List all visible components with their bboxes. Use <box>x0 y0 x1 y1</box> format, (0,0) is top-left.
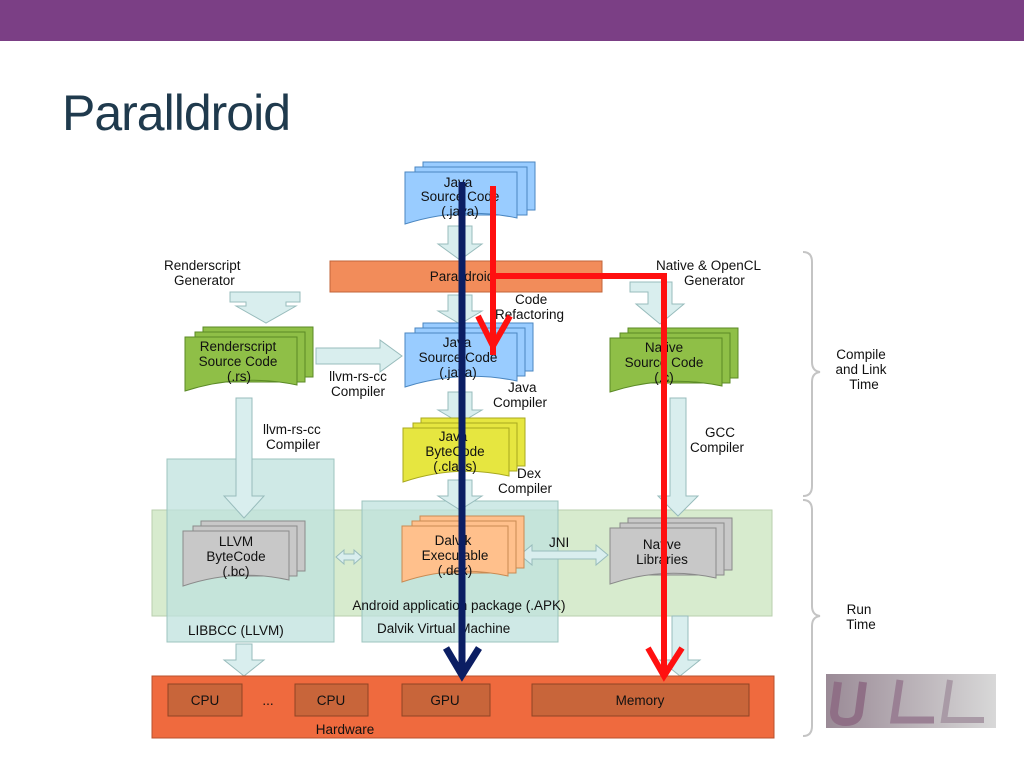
java-bytecode-line3: (.class) <box>433 459 477 474</box>
top-accent-bar <box>0 0 1024 41</box>
llvm-bytecode-line3: (.bc) <box>223 564 250 579</box>
memory-box <box>531 683 750 717</box>
cpu-2-label: CPU <box>317 693 346 708</box>
llvm-rs-cc-2-line2: Compiler <box>266 437 321 452</box>
dalvik-executable-line2: Executable <box>422 548 489 563</box>
renderscript-generator-line2: Generator <box>174 273 235 288</box>
dalvik-executable-line1: Dalvik <box>435 533 472 548</box>
code-refactoring-line1: Code <box>515 292 547 307</box>
flow-arrow-native-to-hw <box>658 615 702 677</box>
java-compiler-line2: Compiler <box>493 395 548 410</box>
code-refactoring-line2: Refactoring <box>495 307 564 322</box>
native-path-arrowhead <box>645 646 685 682</box>
memory-label: Memory <box>616 693 665 708</box>
ull-logo-icon <box>826 674 996 728</box>
native-memory-path <box>493 273 667 676</box>
flow-arrow-gcc <box>656 397 700 517</box>
llvm-rs-cc-1-line1: llvm-rs-cc <box>329 369 387 384</box>
llvm-bytecode-doc: LLVM ByteCode (.bc) <box>182 520 306 587</box>
flow-arrow-bc-dalvik <box>335 548 363 566</box>
gcc-compiler-line1: GCC <box>705 425 735 440</box>
flow-arrow-native-generator <box>629 281 686 325</box>
native-libraries-doc: Native Libraries <box>609 517 733 585</box>
gpu-box <box>401 683 491 717</box>
java-bytecode-line2: ByteCode <box>425 444 484 459</box>
cpu-1-box <box>167 683 243 717</box>
flow-arrow-libbcc-to-hw <box>222 643 266 677</box>
llvm-bytecode-line1: LLVM <box>219 534 253 549</box>
jni-label: JNI <box>549 535 569 550</box>
flow-arrow-renderscript-generator <box>229 291 301 324</box>
flow-arrow-jni <box>519 543 609 567</box>
native-opencl-generator-line2: Generator <box>684 273 745 288</box>
compile-link-time-line2: and Link <box>835 362 886 377</box>
libbcc-label: LIBBCC (LLVM) <box>188 623 284 638</box>
compile-link-time-line1: Compile <box>836 347 886 362</box>
gpu-path-arrowhead <box>442 646 482 682</box>
java-source-mid-line2: Source Code <box>419 350 498 365</box>
dalvik-vm-label: Dalvik Virtual Machine <box>377 621 510 636</box>
dex-compiler-line2: Compiler <box>498 481 553 496</box>
cpu-1-label: CPU <box>191 693 220 708</box>
renderscript-source-line3: (.rs) <box>227 369 251 384</box>
ull-university-logo <box>826 674 996 728</box>
slide-title: Paralldroid <box>62 85 291 141</box>
renderscript-generator-line1: Renderscript <box>164 258 241 273</box>
llvm-rs-cc-1-line2: Compiler <box>331 384 386 399</box>
refactoring-path-arrowhead <box>475 314 513 353</box>
native-source-doc: Native Source Code (.c) <box>609 327 739 393</box>
cpu-2-box <box>294 683 369 717</box>
run-time-line2: Time <box>846 617 876 632</box>
gcc-compiler-line2: Compiler <box>690 440 745 455</box>
java-source-mid-line3: (.java) <box>439 365 477 380</box>
cpu-ellipsis: ... <box>262 693 273 708</box>
renderscript-source-line1: Renderscript <box>200 339 277 354</box>
java-compiler-line1: Java <box>508 380 537 395</box>
java-source-mid-line1: Java <box>443 335 472 350</box>
dex-compiler-line1: Dex <box>517 466 541 481</box>
java-source-doc-mid: Java Source Code (.java) <box>404 322 534 388</box>
renderscript-source-line2: Source Code <box>199 354 278 369</box>
native-opencl-generator-line1: Native & OpenCL <box>656 258 762 273</box>
run-time-brace <box>802 499 821 737</box>
flow-arrow-rs-to-java <box>315 339 403 373</box>
dalvik-executable-line3: (.dex) <box>438 563 473 578</box>
java-source-top-line1: Java <box>444 175 473 190</box>
run-time-line1: Run <box>847 602 872 617</box>
llvm-rs-cc-2-line1: llvm-rs-cc <box>263 422 321 437</box>
llvm-bytecode-line2: ByteCode <box>206 549 265 564</box>
java-source-doc-top: Java Source Code (.java) <box>404 161 536 225</box>
hardware-label: Hardware <box>316 722 375 737</box>
gpu-label: GPU <box>430 693 459 708</box>
renderscript-source-doc: Renderscript Source Code (.rs) <box>184 326 314 392</box>
flow-arrow-llvm-rs-cc <box>222 397 266 519</box>
compile-link-time-line3: Time <box>849 377 879 392</box>
compile-time-brace <box>802 251 821 497</box>
